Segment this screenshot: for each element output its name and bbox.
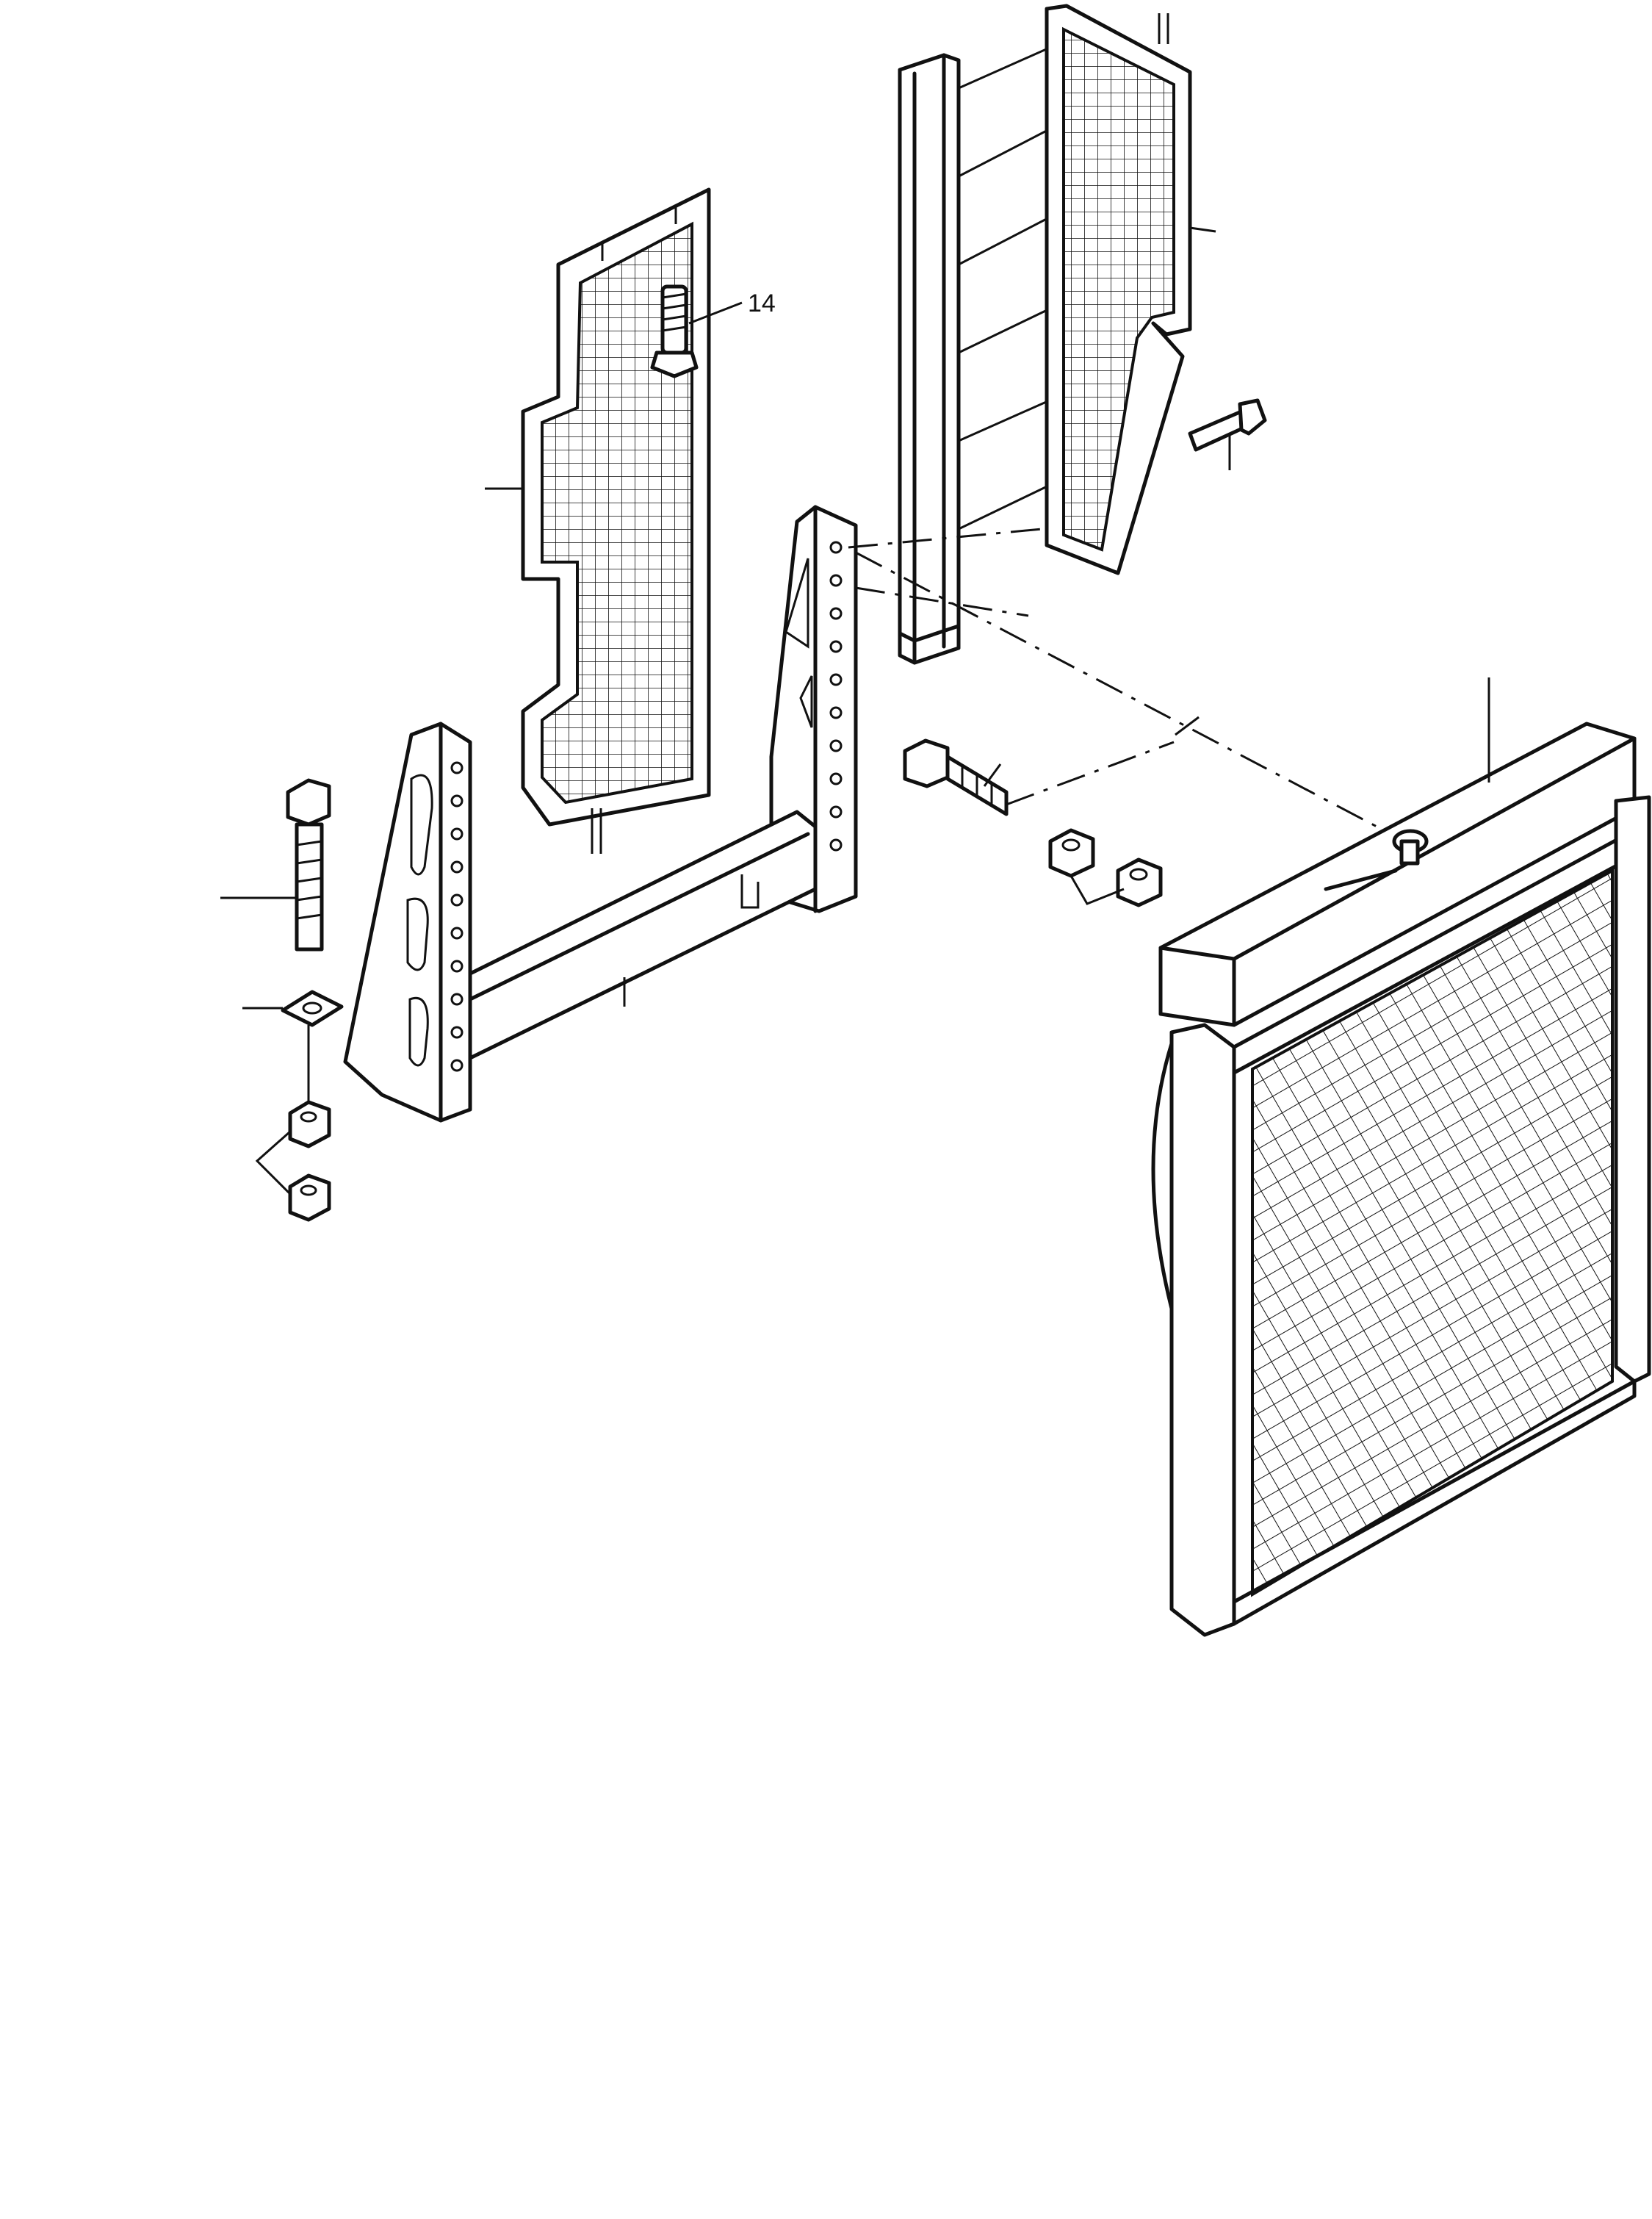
middle-nuts (1048, 828, 1163, 907)
radiator-assembly (1151, 677, 1651, 1637)
right-mesh-screen (1045, 4, 1216, 575)
near-bracket-holes (450, 761, 464, 1072)
callout-14: 14 (748, 289, 776, 317)
base-frame (343, 505, 858, 1123)
left-nuts (255, 1025, 331, 1222)
right-small-bolt (1188, 398, 1267, 470)
left-long-bolt (220, 778, 331, 952)
assembly-lines (958, 43, 1058, 531)
vertical-upright-channel (898, 13, 1169, 665)
left-washer (242, 990, 344, 1027)
middle-bolt (903, 738, 1009, 816)
center-lines (848, 528, 1382, 830)
far-bracket-holes (829, 541, 843, 852)
bolt-14-part (650, 284, 743, 378)
